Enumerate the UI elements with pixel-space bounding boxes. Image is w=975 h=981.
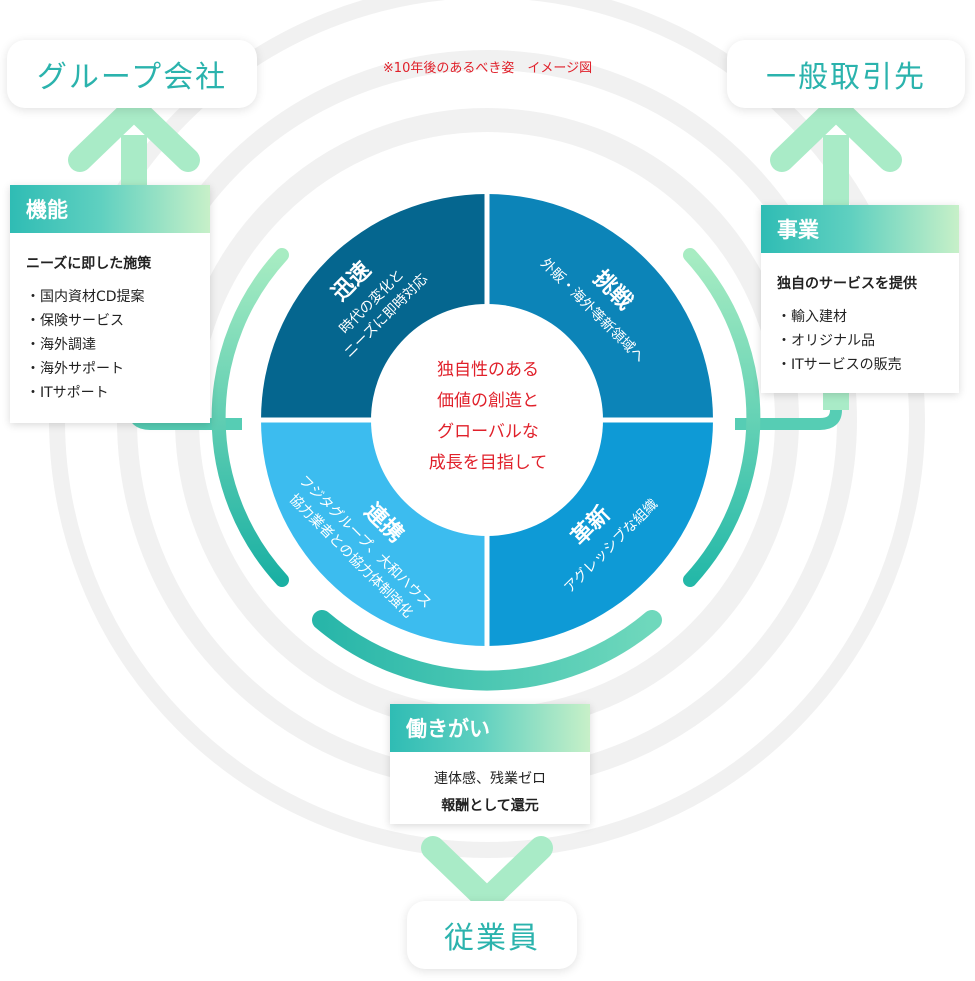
list-item: ・国内資材CD提案 [26, 289, 145, 305]
group-company-label: グループ会社 [36, 60, 228, 95]
work-card-line-1: 連体感、残業ゼロ [434, 771, 546, 787]
list-item: ・海外調達 [26, 337, 96, 353]
work-card: 働きがい 連体感、残業ゼロ 報酬として還元 [390, 704, 590, 824]
arc-right [683, 248, 761, 587]
list-item: ・オリジナル品 [777, 333, 875, 349]
center-line-4: 成長を目指して [428, 453, 548, 473]
employees-label: 従業員 [444, 921, 540, 956]
employees-box: 従業員 [407, 901, 577, 969]
center-line-3: グローバルな [437, 422, 539, 442]
quadrant-ring [257, 190, 717, 650]
function-card-subtitle: ニーズに即した施策 [26, 256, 152, 272]
list-item: ・輸入建材 [777, 309, 847, 325]
list-item: ・ITサービスの販売 [777, 357, 902, 373]
arc-left [211, 248, 289, 587]
diagram-note: ※10年後のあるべき姿 イメージ図 [382, 61, 593, 76]
group-company-box: グループ会社 [7, 40, 257, 108]
center-disc [371, 304, 603, 536]
business-card: 事業 独自のサービスを提供 ・輸入建材 ・オリジナル品 ・ITサービスの販売 [761, 205, 959, 393]
center-line-2: 価値の創造と [437, 391, 539, 411]
arc-bottom [312, 610, 662, 691]
center-line-1: 独自性のある [437, 360, 539, 380]
list-item: ・海外サポート [26, 361, 124, 377]
business-card-title: 事業 [761, 205, 959, 253]
function-card-list: ・国内資材CD提案 ・保険サービス ・海外調達 ・海外サポート ・ITサポート [26, 285, 194, 405]
list-item: ・保険サービス [26, 313, 124, 329]
center-message: 独自性のある 価値の創造と グローバルな 成長を目指して [404, 355, 572, 479]
work-card-title: 働きがい [390, 704, 590, 752]
function-card-title: 機能 [10, 185, 210, 233]
list-item: ・ITサポート [26, 385, 109, 401]
business-card-subtitle: 独自のサービスを提供 [777, 276, 917, 292]
general-client-box: 一般取引先 [727, 40, 965, 108]
work-card-line-2: 報酬として還元 [441, 798, 539, 814]
business-card-list: ・輸入建材 ・オリジナル品 ・ITサービスの販売 [777, 305, 943, 377]
general-client-label: 一般取引先 [766, 60, 926, 95]
function-card: 機能 ニーズに即した施策 ・国内資材CD提案 ・保険サービス ・海外調達 ・海外… [10, 185, 210, 423]
